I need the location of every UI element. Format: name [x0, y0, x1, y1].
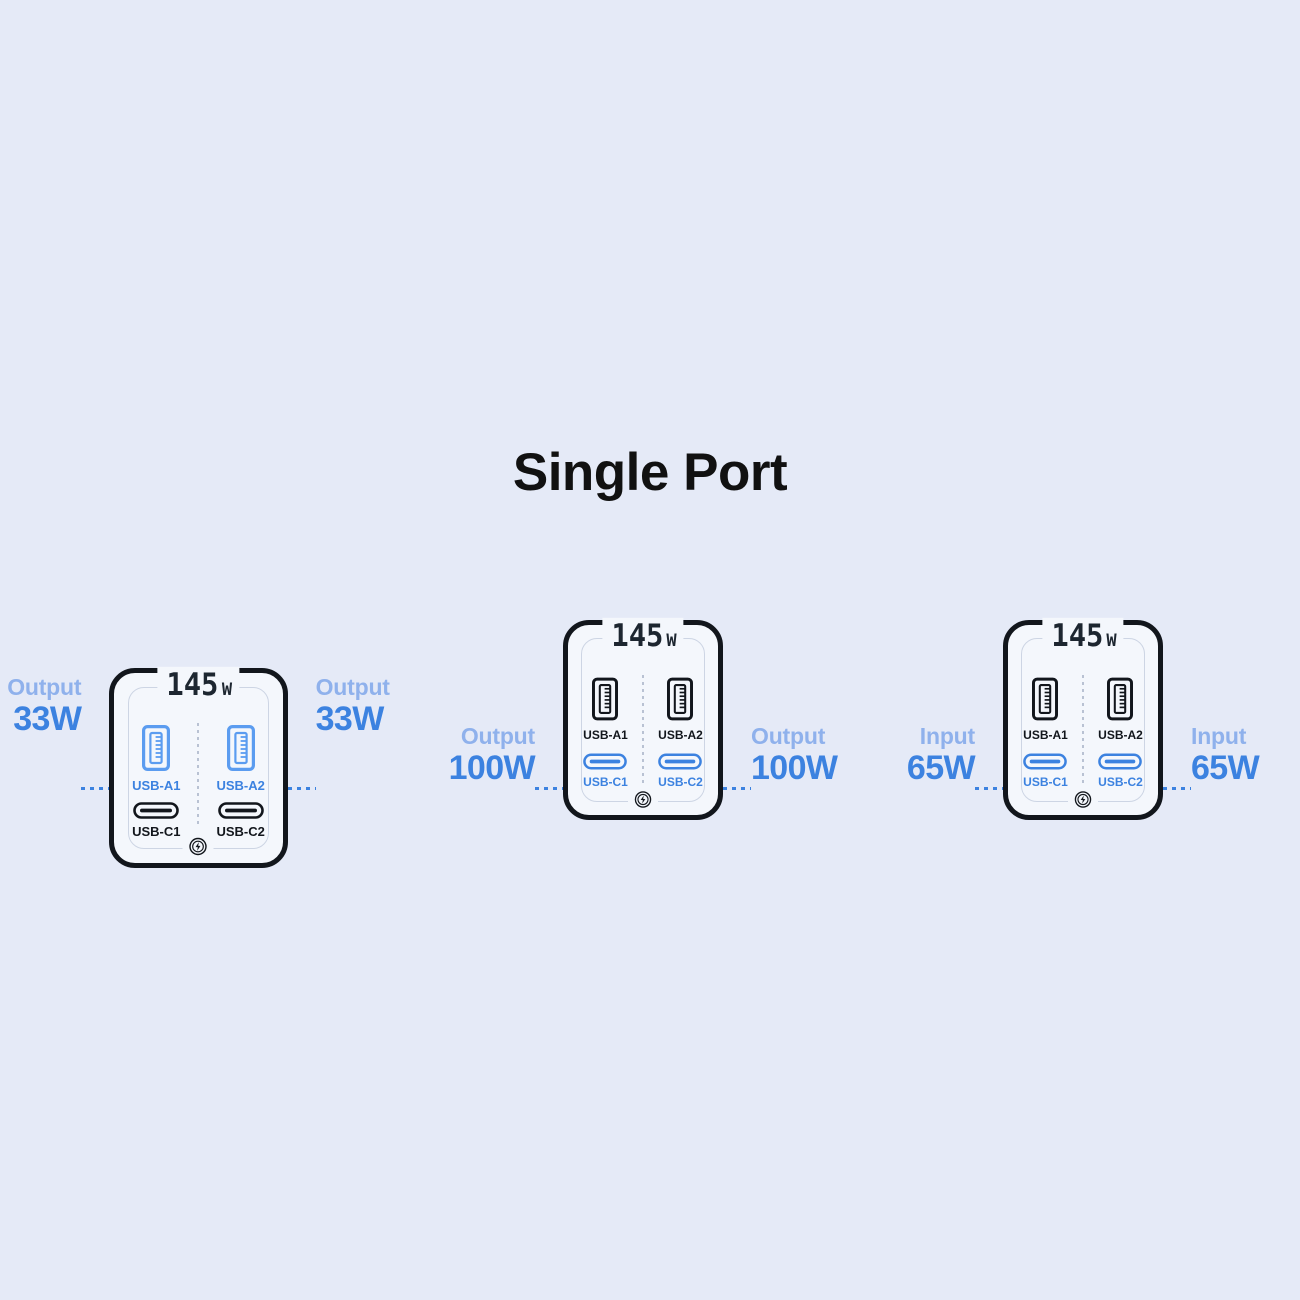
port-usb-c2[interactable]: USB-C2: [1098, 753, 1143, 789]
port-label-usb-c1: USB-C1: [132, 824, 181, 839]
right-label-3: Input 65W: [1191, 620, 1276, 787]
right-label-caption: Output: [315, 674, 390, 700]
power-badge-3: [1068, 790, 1098, 814]
left-label-caption: Output: [7, 674, 82, 700]
port-label-usb-a1: USB-A1: [583, 728, 628, 742]
right-label-value: 65W: [1191, 749, 1260, 787]
power-bolt-icon: [1074, 791, 1092, 814]
port-label-usb-a2: USB-A2: [1098, 728, 1143, 742]
left-label-caption: Input: [919, 723, 975, 749]
usb-a-icon: [142, 725, 171, 771]
port-usb-a2[interactable]: USB-A2: [658, 677, 703, 742]
port-usb-c2[interactable]: USB-C2: [658, 753, 703, 789]
left-label-2: Output 100W: [425, 620, 536, 787]
watt-number: 145: [611, 617, 664, 654]
port-usb-c1[interactable]: USB-C1: [583, 753, 628, 789]
column-divider-3: [1082, 675, 1084, 785]
port-usb-c2[interactable]: USB-C2: [216, 802, 265, 839]
power-bolt-icon: [634, 791, 652, 814]
power-badge-2: [628, 790, 658, 814]
power-bolt-icon: [189, 837, 208, 861]
port-label-usb-c1: USB-C1: [583, 775, 628, 789]
left-label-caption: Output: [460, 723, 535, 749]
left-label-3: Input 65W: [890, 620, 976, 787]
usb-a-icon: [592, 677, 619, 721]
watt-readout-1: 145 W: [157, 666, 240, 703]
right-label-caption: Input: [1191, 723, 1247, 749]
watt-readout-2: 145 W: [602, 617, 684, 654]
usb-a-icon: [226, 725, 255, 771]
right-label-1: Output 33W: [315, 668, 395, 738]
right-label-value: 100W: [751, 749, 838, 787]
charger-device-3: 145 W: [1003, 617, 1163, 820]
connector-right-1: [287, 786, 316, 790]
port-usb-a1[interactable]: USB-A1: [132, 725, 181, 793]
port-label-usb-c2: USB-C2: [1098, 775, 1143, 789]
connector-left-1: [81, 786, 110, 790]
right-label-caption: Output: [751, 723, 826, 749]
left-label-value: 33W: [13, 700, 82, 738]
port-usb-c1[interactable]: USB-C1: [1023, 753, 1068, 789]
usb-a-icon: [1032, 677, 1059, 721]
connector-right-3: [1163, 786, 1191, 790]
left-label-value: 100W: [448, 749, 536, 787]
usb-c-icon: [217, 802, 264, 819]
right-label-2: Output 100W: [751, 620, 861, 787]
watt-unit: W: [1106, 630, 1117, 651]
watt-unit: W: [221, 679, 233, 700]
usb-a-icon: [667, 677, 694, 721]
charger-group-2: Output 100W 145 W: [425, 617, 875, 820]
power-badge-1: [182, 837, 214, 861]
port-label-usb-c2: USB-C2: [658, 775, 703, 789]
usb-c-icon: [133, 802, 180, 819]
charger-group-3: Input 65W 145 W: [890, 617, 1300, 820]
port-usb-a2[interactable]: USB-A2: [1098, 677, 1143, 742]
left-label-1: Output 33W: [0, 668, 82, 738]
watt-number: 145: [166, 666, 219, 703]
usb-c-icon: [583, 753, 628, 770]
column-divider-1: [197, 723, 200, 828]
usb-a-row-1: USB-A1: [114, 725, 283, 793]
port-label-usb-a1: USB-A1: [1023, 728, 1068, 742]
port-label-usb-a2: USB-A2: [216, 778, 265, 793]
usb-a-icon: [1107, 677, 1134, 721]
charger-device-2: 145 W: [563, 617, 723, 820]
charger-device-1: 145 W: [109, 666, 288, 868]
connector-right-2: [723, 786, 751, 790]
port-label-usb-c1: USB-C1: [1023, 775, 1068, 789]
usb-c-row-1: USB-C1 USB-C2: [114, 802, 283, 839]
usb-c-row-3: USB-C1 USB-C2: [1008, 753, 1158, 789]
watt-readout-3: 145 W: [1042, 617, 1124, 654]
port-label-usb-a2: USB-A2: [658, 728, 703, 742]
connector-left-3: [975, 786, 1003, 790]
usb-a-row-2: USB-A1: [568, 677, 718, 742]
usb-c-icon: [1023, 753, 1068, 770]
port-label-usb-a1: USB-A1: [132, 778, 181, 793]
connector-left-2: [535, 786, 563, 790]
left-label-value: 65W: [906, 749, 976, 787]
port-usb-a1[interactable]: USB-A1: [583, 677, 628, 742]
port-label-usb-c2: USB-C2: [216, 824, 265, 839]
usb-c-row-2: USB-C1 USB-C2: [568, 753, 718, 789]
column-divider-2: [642, 675, 644, 785]
page-title: Single Port: [512, 443, 788, 502]
port-usb-a1[interactable]: USB-A1: [1023, 677, 1068, 742]
usb-a-row-3: USB-A1: [1008, 677, 1158, 742]
port-usb-c1[interactable]: USB-C1: [132, 802, 181, 839]
port-usb-a2[interactable]: USB-A2: [216, 725, 265, 793]
watt-unit: W: [666, 630, 677, 651]
usb-c-icon: [1098, 753, 1143, 770]
watt-number: 145: [1051, 617, 1104, 654]
right-label-value: 33W: [315, 700, 385, 738]
usb-c-icon: [658, 753, 703, 770]
charger-group-1: Output 33W 145 W: [0, 666, 395, 868]
